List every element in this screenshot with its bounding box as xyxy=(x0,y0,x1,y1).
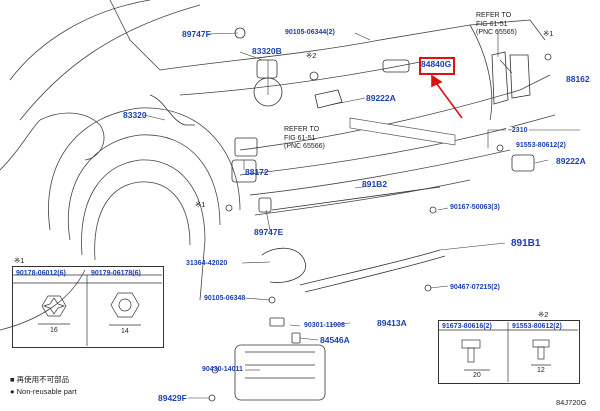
callout-83320B[interactable]: 83320B xyxy=(252,46,282,56)
tire-tread xyxy=(94,181,191,261)
callout-84546A[interactable]: 84546A xyxy=(320,335,350,345)
bolt-90467-07215 xyxy=(424,284,432,292)
part-89413A xyxy=(269,317,285,327)
bumper-mid-edge xyxy=(249,149,511,196)
bumper-bottom-edge xyxy=(254,179,471,216)
callout-90301-11008[interactable]: 90301-11008 xyxy=(304,322,345,329)
callout-891B2[interactable]: 891B2 xyxy=(362,179,388,189)
view-arrow xyxy=(349,117,456,146)
bumper-top-edge xyxy=(239,114,556,176)
bolt-90105-06344 xyxy=(309,71,319,81)
fastener-table-right xyxy=(438,320,580,384)
body-line-left xyxy=(0,119,41,171)
part-88162-cover xyxy=(491,51,509,105)
callout-90105-06344[interactable]: 90105-06344(2) xyxy=(285,29,335,36)
nut-hex-right xyxy=(110,292,140,318)
part-88162-bracket xyxy=(509,54,531,99)
part-lower-actuator xyxy=(234,344,326,401)
mark-note-1-top: ※1 xyxy=(543,29,554,38)
callout-89747F[interactable]: 89747F xyxy=(182,29,211,39)
callout-83320[interactable]: 83320 xyxy=(123,110,147,120)
callout-90430-14011[interactable]: 90430-14011 xyxy=(202,366,243,373)
nut-91553-right xyxy=(496,144,504,152)
part-84546A xyxy=(291,332,301,344)
table-left-dim-2: 14 xyxy=(121,328,129,335)
refer-note-middle: REFER TO FIG 61-51 (PNC 65566) xyxy=(284,126,325,150)
part-31364-wiring xyxy=(261,247,307,283)
bolt-90167-50063 xyxy=(429,206,437,214)
callout-89222A-top[interactable]: 89222A xyxy=(366,93,396,103)
callout-90167-50063[interactable]: 90167-50063(3) xyxy=(450,204,500,211)
table-right-part-2[interactable]: 91553-80612(2) xyxy=(512,323,562,330)
legend-row-2: ● Non-reusable part xyxy=(10,387,77,396)
mark-note-2-mid: ※2 xyxy=(306,51,317,60)
part-88172-sensor xyxy=(234,137,258,157)
callout-89747E[interactable]: 89747E xyxy=(254,227,284,237)
nut-hex-left xyxy=(41,295,67,317)
fuel-door-outline xyxy=(39,112,105,161)
tire-outline xyxy=(81,159,206,301)
part-84840G-switch xyxy=(382,59,410,73)
bolt-90430-14011 xyxy=(211,366,219,374)
part-89222A-right xyxy=(511,154,535,172)
wheel-arch-inner xyxy=(68,134,221,241)
table-left-dim-1: 16 xyxy=(50,327,58,334)
part-83320-harness xyxy=(149,94,195,126)
bolt-90105-06348 xyxy=(268,296,276,304)
wheel-arch-outer xyxy=(48,107,241,231)
callout-84840G[interactable]: 84840G xyxy=(421,59,452,69)
part-891B2-rail xyxy=(271,186,441,211)
body-side-panel xyxy=(159,19,546,71)
callout-89413A[interactable]: 89413A xyxy=(377,318,407,328)
part-sensor-housing xyxy=(253,77,283,107)
part-891B1-rail xyxy=(299,249,441,286)
callout-90467-07215[interactable]: 90467-07215(2) xyxy=(450,284,500,291)
bolt-flange-left-shank xyxy=(467,347,475,363)
callout-90105-06348[interactable]: 90105-06348 xyxy=(204,295,246,302)
fastener-table-left xyxy=(12,266,164,348)
callout-2310[interactable]: –2310 xyxy=(506,127,530,134)
part-88172-module xyxy=(231,159,257,183)
legend-square-icon: ■ xyxy=(10,375,15,384)
callout-31364-42020[interactable]: 31364-42020 xyxy=(186,260,228,267)
mark-note-1-left: ※1 xyxy=(195,200,206,209)
nut-star-left xyxy=(42,297,66,315)
callout-88162[interactable]: 88162 xyxy=(566,74,590,84)
figure-code: 84J720G xyxy=(556,398,587,407)
bolt-left-mark xyxy=(225,204,233,212)
bolt-91553-top xyxy=(544,53,552,61)
nut-washer-right xyxy=(118,298,132,312)
callout-891B1[interactable]: 891B1 xyxy=(511,238,541,249)
highlight-arrow xyxy=(431,74,463,119)
table-left-mark: ※1 xyxy=(14,256,25,265)
tail-opening xyxy=(469,24,493,121)
callout-91553-80612-right[interactable]: 91553-80612(2) xyxy=(516,142,566,149)
part-83320B-bracket xyxy=(256,59,278,79)
part-89222A-top xyxy=(314,89,343,109)
bolt-flange-right-shank xyxy=(537,346,545,360)
legend-row-1: ■ 再使用不可部品 xyxy=(10,375,70,384)
table-left-part-1[interactable]: 90178-06012(6) xyxy=(16,270,66,277)
callout-89222A-right[interactable]: 89222A xyxy=(556,156,586,166)
table-right-part-1[interactable]: 91673-80616(2) xyxy=(442,323,492,330)
body-upper-outline xyxy=(9,0,201,121)
refer-note-top-right: REFER TO FIG 61-51 (PNC 65565) xyxy=(476,12,517,36)
table-left-part-2[interactable]: 90179-06178(6) xyxy=(91,270,141,277)
part-891B1-rail-lower xyxy=(304,255,446,293)
callout-89429F[interactable]: 89429F xyxy=(158,393,187,403)
part-lower-actuator-detail xyxy=(245,351,315,379)
bolt-89429F xyxy=(208,394,216,402)
part-89747E-connector xyxy=(258,197,272,213)
table-right-dim-2: 12 xyxy=(537,367,545,374)
highlight-box-84840G xyxy=(419,57,455,75)
callout-88172[interactable]: 88172 xyxy=(245,167,269,177)
table-right-mark: ※2 xyxy=(538,310,549,319)
clip-89747F xyxy=(234,27,246,39)
table-right-dim-1: 20 xyxy=(473,372,481,379)
quarter-crease xyxy=(179,61,421,96)
legend-dot-icon: ● xyxy=(10,387,15,396)
